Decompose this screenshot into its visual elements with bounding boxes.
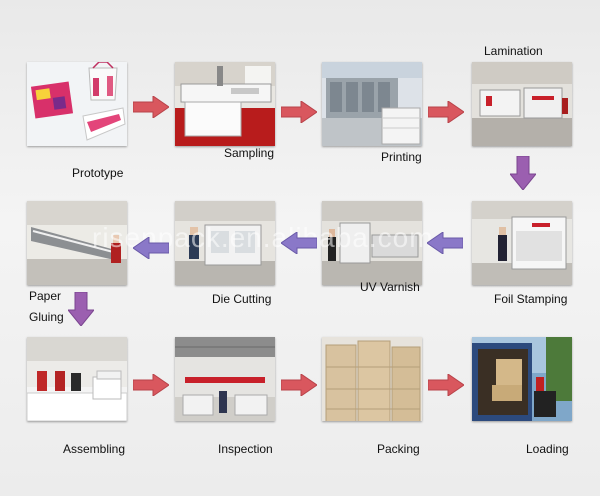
label-die-cutting: Die Cutting [212,292,272,306]
arrow-right-icon [428,374,464,396]
arrow-down-icon [510,156,536,190]
label-lamination: Lamination [484,44,543,58]
arrow-right-icon [281,374,317,396]
label-loading: Loading [526,442,569,456]
label-packing: Packing [377,442,420,456]
label-paper-gluing-line1: Paper [29,289,62,303]
label-inspection: Inspection [218,442,273,456]
photo-printing [322,62,422,146]
label-paper-gluing-line2: Gluing [29,310,64,324]
label-printing: Printing [381,150,422,164]
photo-prototype [27,62,127,146]
photo-sampling [175,62,275,146]
arrow-right-icon [133,374,169,396]
arrow-down-icon [68,292,94,326]
photo-foil-stamping [472,201,572,285]
photo-packing [322,337,422,421]
label-assembling: Assembling [63,442,126,456]
arrow-right-icon [133,96,169,118]
photo-paper-gluing [27,201,127,285]
arrow-right-icon [428,101,464,123]
arrow-left-icon [281,232,317,254]
arrow-left-icon [427,232,463,254]
label-uv-varnish: UV Varnish [360,280,420,294]
label-prototype: Prototype [72,166,124,180]
photo-die-cutting [175,201,275,285]
label-foil-stamping: Foil Stamping [494,292,568,306]
arrow-left-icon [133,237,169,259]
label-sampling: Sampling [224,146,275,160]
photo-assembling [27,337,127,421]
photo-lamination [472,62,572,146]
photo-uv-varnish [322,201,422,285]
photo-inspection [175,337,275,421]
photo-loading [472,337,572,421]
arrow-right-icon [281,101,317,123]
